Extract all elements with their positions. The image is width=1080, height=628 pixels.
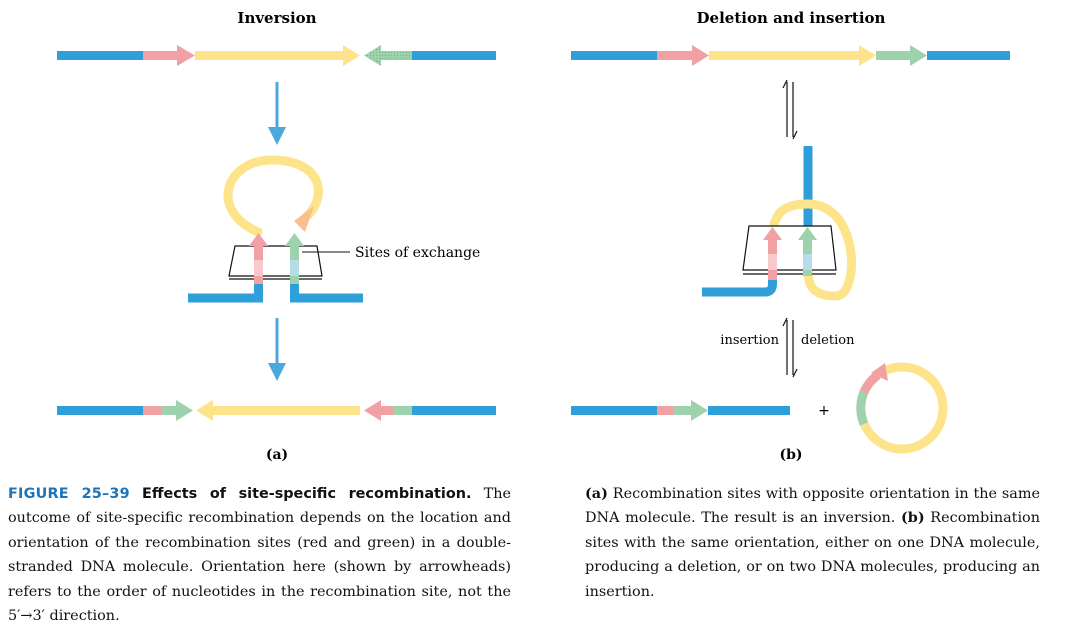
equilibrium-arrow-icon: [782, 79, 798, 140]
deletion-product-strand: [571, 400, 790, 421]
inversion-top-strand: [57, 45, 496, 66]
caption-a-label: (a): [585, 485, 608, 502]
caption-b-text: Recombination sites with the same orient…: [585, 510, 1040, 600]
figure-number: FIGURE 25–39: [8, 486, 130, 502]
insertion-label: insertion: [720, 333, 779, 348]
panel-a-title: Inversion: [237, 9, 316, 27]
inversion-loop: [223, 155, 323, 237]
panel-b: Deletion and insertion: [571, 9, 1010, 463]
caption-a-text: Recombination sites with opposite orient…: [585, 486, 1040, 527]
caption-b-label: (b): [900, 509, 925, 527]
exchange-sites: [249, 233, 304, 284]
inversion-intermediate-dna: [188, 284, 363, 303]
equilibrium-arrow-icon: [782, 317, 798, 378]
figure-caption-continued: (a) Recombination sites with opposite or…: [585, 482, 1040, 604]
panel-b-label: (b): [779, 447, 802, 463]
deletion-label: deletion: [801, 333, 855, 348]
sites-of-exchange-label: Sites of exchange: [355, 245, 480, 261]
deletion-top-strand: [571, 45, 1010, 66]
down-arrow-icon: [268, 318, 286, 381]
synapse-plate: [228, 245, 323, 280]
figure-title: Effects of site-specific recombination.: [142, 486, 472, 502]
plus-sign: +: [818, 403, 830, 419]
figure-caption: FIGURE 25–39 Effects of site-specific re…: [8, 482, 511, 628]
inversion-product-strand: [57, 400, 496, 421]
circular-product: [856, 362, 948, 454]
down-arrow-icon: [268, 82, 286, 145]
panel-a-label: (a): [266, 447, 288, 463]
deletion-intermediate: [702, 146, 856, 301]
panel-b-title: Deletion and insertion: [697, 9, 886, 27]
caption-text: The outcome of site-specific recombinati…: [8, 486, 511, 625]
recombination-figure: Inversion: [57, 9, 1010, 463]
panel-a: Inversion: [57, 9, 496, 463]
sites-of-exchange-callout: Sites of exchange: [302, 245, 480, 261]
